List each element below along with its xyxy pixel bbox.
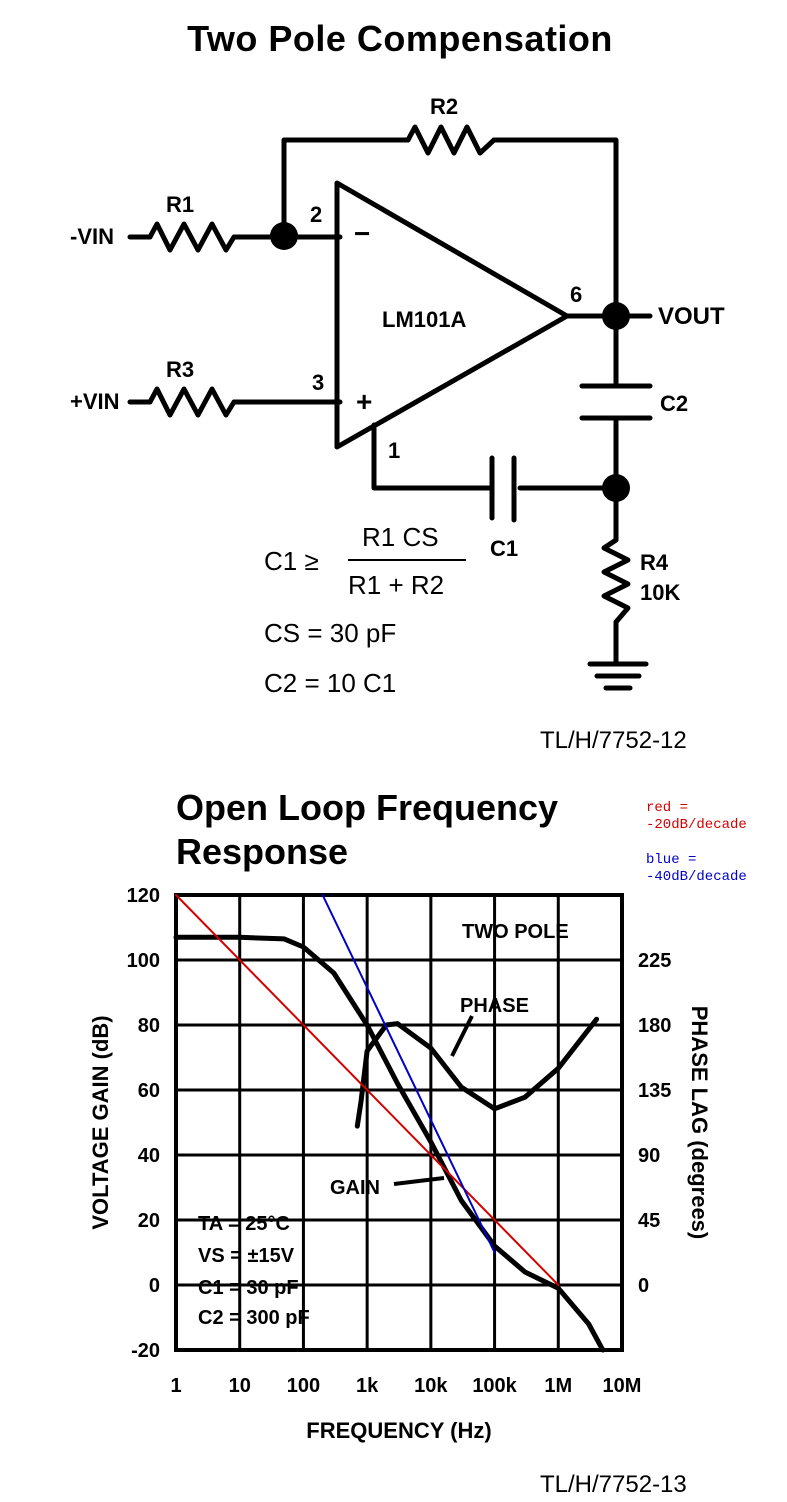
gain-pointer-arrow [393,1176,445,1186]
graph-code: TL/H/7752-13 [540,1471,687,1498]
y2-tick-label: 180 [638,1015,671,1037]
junction-dots [270,222,630,502]
series-phase-line [354,1016,600,1129]
r3-resistor [147,386,237,418]
eq1-numerator: R1 CS [362,522,439,552]
pin6-label: 6 [570,282,582,307]
schematic [127,124,653,691]
pin2-label: 2 [310,202,322,227]
phase-label: PHASE [460,995,529,1017]
pin1-label: 1 [388,438,400,463]
x-tick-label: 100 [287,1375,320,1397]
pin3-label: 3 [312,370,324,395]
x-tick-label: 10M [603,1375,642,1397]
y-tick-label: 100 [127,950,160,972]
x-tick-label: 10 [229,1375,251,1397]
x-tick-label: 1k [356,1375,379,1397]
x-tick-label: 100k [472,1375,517,1397]
plot-frame [174,893,624,1352]
condition-ta: TA = 25°C [198,1213,290,1235]
gain-label: GAIN [330,1177,380,1199]
y2-axis-title: PHASE LAG (degrees) [687,1006,712,1240]
ground-symbol [587,661,649,691]
c1-label: C1 [490,536,518,561]
graph-title-line2: Response [176,831,349,872]
schematic-title: Two Pole Compensation [187,18,613,59]
r4-label: R4 [640,550,669,575]
condition-vs: VS = ±15V [198,1245,295,1267]
y2-tick-label: 135 [638,1080,671,1102]
y-tick-label: 40 [138,1145,160,1167]
r1-label: R1 [166,192,194,217]
x-axis-title: FREQUENCY (Hz) [306,1418,491,1443]
eq1-lhs: C1 ≥ [264,546,319,576]
r3-label: R3 [166,357,194,382]
y-tick-label: 60 [138,1080,160,1102]
x-tick-label: 1M [544,1375,572,1397]
opamp-triangle [334,180,570,450]
eq1-denominator: R1 + R2 [348,570,444,600]
eq3: C2 = 10 C1 [264,668,396,698]
eq2: CS = 30 pF [264,618,396,648]
pin1-wire [371,422,619,491]
junction-vout [602,302,630,330]
graph-title-line1: Open Loop Frequency [176,787,559,828]
vin-plus-label: +VIN [70,389,120,414]
r2-label: R2 [430,94,458,119]
condition-c1: C1 = 30 pF [198,1277,299,1299]
plus-sign: + [356,386,372,417]
graph-title: Open Loop Frequency Response [176,786,558,874]
c1-capacitor [489,455,517,523]
series-blue-line [321,894,496,1254]
y2-tick-label: 45 [638,1210,660,1232]
minus-sign: − [354,218,370,249]
c2-label: C2 [660,391,688,416]
c2-capacitor [579,383,653,421]
r2-resistor [405,124,497,156]
y-tick-label: 80 [138,1015,160,1037]
series-red-line [175,894,560,1286]
r1-resistor [147,221,237,253]
y-tick-label: 120 [127,885,160,907]
junction-c1 [602,474,630,502]
schematic-code: TL/H/7752-12 [540,727,687,754]
r4-value-label: 10K [640,580,680,605]
y2-tick-label: 225 [638,950,671,972]
y-axis-title: VOLTAGE GAIN (dB) [88,1015,113,1229]
x-tick-label: 10k [414,1375,448,1397]
junction-r1 [270,222,298,250]
y2-tick-label: 0 [638,1275,649,1297]
vout-label: VOUT [658,303,725,330]
blue-line-note: blue = -40dB/decade [646,852,747,885]
opamp-label: LM101A [382,307,466,332]
two-pole-label: TWO POLE [462,921,569,943]
x-tick-label: 1 [170,1375,181,1397]
r4-resistor [601,537,631,625]
y2-tick-label: 90 [638,1145,660,1167]
vin-minus-label: -VIN [70,224,114,249]
red-line-note: red = -20dB/decade [646,800,747,833]
condition-c2: C2 = 300 pF [198,1307,310,1329]
y-tick-label: 20 [138,1210,160,1232]
series-gain-line [173,934,606,1353]
y-tick-label: -20 [131,1340,160,1362]
feedback-wire [281,137,619,319]
y-tick-label: 0 [149,1275,160,1297]
frequency-response-chart: 1 10 100 1k 10k 100k 1M 10M 120 100 80 60 40 20 0 -20 22… [88,885,712,1443]
phase-pointer-arrow [450,1015,474,1057]
